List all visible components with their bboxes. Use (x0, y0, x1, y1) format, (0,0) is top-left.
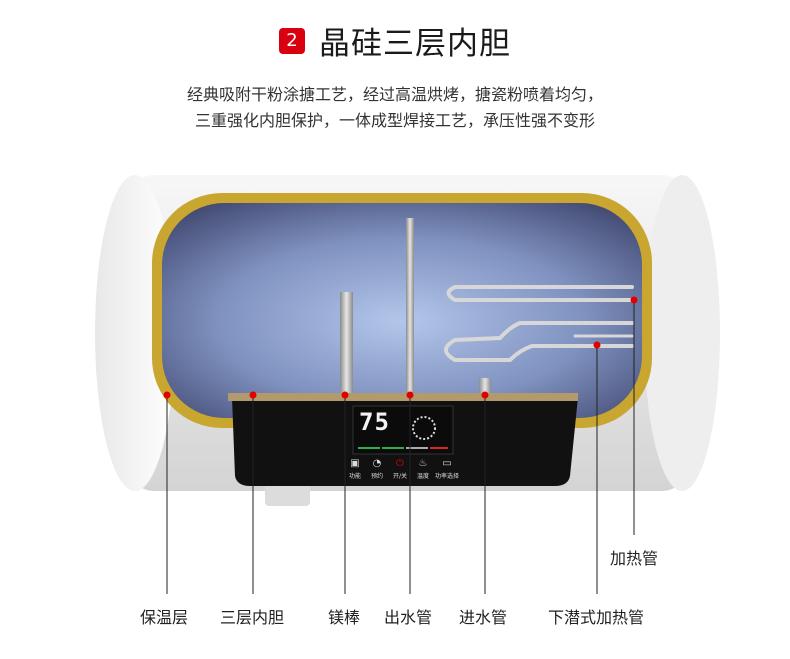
mode-button[interactable]: ▣ 功能 (340, 458, 370, 480)
description-line-1: 经典吸附干粉涂搪工艺，经过高温烘烤，搪瓷粉喷着均匀， (186, 85, 603, 104)
label-inner-tank: 三层内胆 (220, 608, 285, 627)
outlet-pipe-shape (406, 218, 414, 398)
power-button[interactable]: ⏻ 开/关 (385, 458, 415, 480)
label-insulation: 保温层 (140, 608, 189, 627)
marker-magnesium-rod (341, 391, 349, 399)
display-button[interactable]: ▭ 功率选择 (432, 458, 462, 480)
lcd-temperature: 75 (359, 408, 390, 436)
timer-button[interactable]: ◔ 预约 (362, 458, 392, 480)
section-number-badge: 2 (279, 27, 305, 54)
timer-label: 预约 (370, 473, 383, 480)
label-outlet-pipe: 出水管 (384, 608, 433, 627)
marker-insulation (163, 391, 171, 399)
mode-label: 功能 (348, 473, 361, 480)
label-submerged-heater: 下潜式加热管 (548, 608, 645, 627)
mode-icon: ▣ (350, 458, 360, 469)
display-icon: ▭ (442, 458, 452, 469)
magnesium-rod-shape (340, 292, 353, 397)
power-icon: ⏻ (396, 458, 404, 469)
description-line-2: 三重强化内胆保护，一体成型焊接工艺，承压性强不变形 (194, 111, 595, 130)
section-title: 2 晶硅三层内胆 (0, 18, 790, 63)
timer-icon: ◔ (372, 458, 382, 469)
label-inlet-pipe: 进水管 (459, 608, 508, 627)
page-title: 晶硅三层内胆 (319, 26, 511, 62)
leader-lines (166, 300, 635, 594)
marker-outlet-pipe (406, 391, 414, 399)
marker-heating-tube (630, 296, 638, 304)
control-panel (228, 393, 578, 486)
marker-inner-tank (249, 391, 257, 399)
heat-label: 温度 (416, 473, 429, 480)
lcd-display: 75 (355, 408, 450, 454)
callout-markers (163, 296, 638, 399)
marker-submerged-heater (593, 341, 601, 349)
display-label: 功率选择 (434, 473, 459, 480)
label-magnesium-rod: 镁棒 (328, 608, 361, 627)
heat-button[interactable]: ♨ 温度 (408, 458, 438, 480)
marker-inlet-pipe (481, 391, 489, 399)
description: 经典吸附干粉涂搪工艺，经过高温烘烤，搪瓷粉喷着均匀， 三重强化内胆保护，一体成型… (0, 82, 790, 134)
heating-tubes (444, 285, 634, 362)
label-heating-tube: 加热管 (610, 549, 659, 568)
inner-tank (152, 193, 652, 428)
power-label: 开/关 (392, 473, 408, 480)
heat-icon: ♨ (418, 458, 428, 469)
